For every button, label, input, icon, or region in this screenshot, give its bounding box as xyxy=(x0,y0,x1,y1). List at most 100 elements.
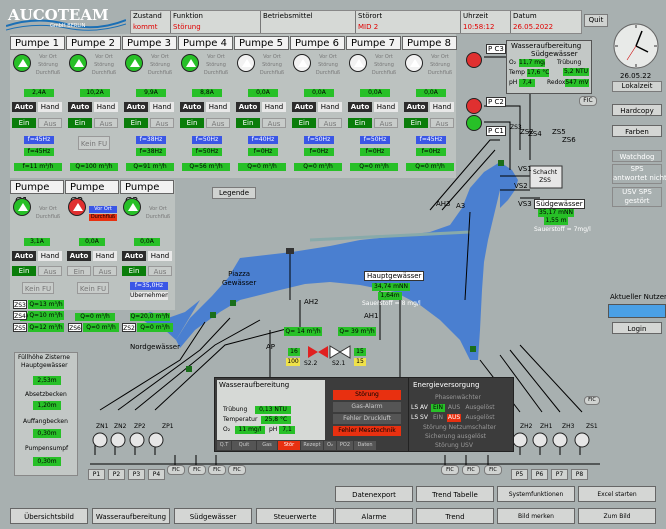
pump-4-auto-button[interactable]: Auto xyxy=(180,102,204,112)
pump-2-auto-button[interactable]: Auto xyxy=(68,102,92,112)
pump-1-fu-setpoint[interactable]: f=45Hz xyxy=(24,136,54,144)
pump-3-ein-button[interactable]: Ein xyxy=(124,118,148,128)
fic-row-4-button[interactable]: FIC xyxy=(441,465,459,475)
p-left-2-button[interactable]: P2 xyxy=(108,469,125,480)
pump-5-auto-button[interactable]: Auto xyxy=(236,102,260,112)
pump-8-auto-button[interactable]: Auto xyxy=(404,102,428,112)
nav-bottom-2-button[interactable]: Südgewässer xyxy=(174,508,252,524)
pump-c2-hand-button[interactable]: Hand xyxy=(93,251,117,261)
nav-bottom-7-button[interactable]: Zum Bild xyxy=(578,508,656,524)
pump-c1-tab[interactable]: Pumpe C1 xyxy=(10,180,64,207)
fic-row-6-button[interactable]: FIC xyxy=(484,465,502,475)
wa-bottom-btn-0[interactable]: Q.T xyxy=(217,441,231,450)
login-button[interactable]: Login xyxy=(612,322,662,334)
fic-row-5-button[interactable]: FIC xyxy=(462,465,480,475)
pump-c3-tab[interactable]: Pumpe C3 xyxy=(120,180,174,207)
pump-5-fu-setpoint[interactable]: f=40Hz xyxy=(248,136,278,144)
p-right-6-button[interactable]: P6 xyxy=(531,469,548,480)
pump-1-tab[interactable]: Pumpe 1 xyxy=(10,36,65,50)
pump-6-tab[interactable]: Pumpe 6 xyxy=(290,36,345,50)
pump-6-hand-button[interactable]: Hand xyxy=(318,102,342,112)
pump-1-status-icon[interactable] xyxy=(13,54,31,72)
pump-5-hand-button[interactable]: Hand xyxy=(262,102,286,112)
fic-row-3-button[interactable]: FIC xyxy=(228,465,246,475)
pump-c3-ein-button[interactable]: Ein xyxy=(122,266,146,276)
pump-4-fu-setpoint[interactable]: f=50Hz xyxy=(192,136,222,144)
pump-7-hand-button[interactable]: Hand xyxy=(374,102,398,112)
wasseraufbereitung-panel[interactable]: Wasseraufbereitung Trübung 0,13 NTU Temp… xyxy=(214,377,410,452)
p-left-4-button[interactable]: P4 xyxy=(148,469,165,480)
legende-button[interactable]: Legende xyxy=(212,187,256,199)
wa-bottom-btn-6[interactable]: PO2 xyxy=(337,441,353,450)
pump-2-aus-button[interactable]: Aus xyxy=(94,118,118,128)
pump-6-auto-button[interactable]: Auto xyxy=(292,102,316,112)
pump-c1-ein-button[interactable]: Ein xyxy=(12,266,36,276)
pump-pc1-icon[interactable] xyxy=(466,115,482,131)
wa-bottom-btn-1[interactable]: Quit xyxy=(232,441,256,450)
pump-c2-status-icon[interactable] xyxy=(68,198,86,216)
p-right-7-button[interactable]: P7 xyxy=(551,469,568,480)
wa-bottom-btn-5[interactable]: O₂ xyxy=(324,441,336,450)
pump-4-aus-button[interactable]: Aus xyxy=(206,118,230,128)
pump-8-ein-button[interactable]: Ein xyxy=(404,118,428,128)
pump-6-fu-setpoint[interactable]: f=50Hz xyxy=(304,136,334,144)
pump-5-tab[interactable]: Pumpe 5 xyxy=(234,36,289,50)
nav-top-3-button[interactable]: Excel starten xyxy=(578,486,656,502)
pump-4-status-icon[interactable] xyxy=(181,54,199,72)
pump-7-auto-button[interactable]: Auto xyxy=(348,102,372,112)
nav-top-2-button[interactable]: Systemfunktionen xyxy=(497,486,575,502)
pump-1-auto-button[interactable]: Auto xyxy=(12,102,36,112)
pump-3-aus-button[interactable]: Aus xyxy=(150,118,174,128)
pump-c2-tab[interactable]: Pumpe C2 xyxy=(65,180,119,207)
nav-bottom-4-button[interactable]: Alarme xyxy=(335,508,413,524)
pump-8-aus-button[interactable]: Aus xyxy=(430,118,454,128)
pump-7-aus-button[interactable]: Aus xyxy=(374,118,398,128)
pump-3-hand-button[interactable]: Hand xyxy=(150,102,174,112)
fic-zs1-button[interactable]: FIC xyxy=(584,396,600,405)
pump-8-status-icon[interactable] xyxy=(405,54,423,72)
pump-6-status-icon[interactable] xyxy=(293,54,311,72)
wa-bottom-btn-3[interactable]: Stör xyxy=(278,441,300,450)
nav-bottom-6-button[interactable]: Bild merken xyxy=(497,508,575,524)
p-right-8-button[interactable]: P8 xyxy=(571,469,588,480)
energieversorgung-panel[interactable]: Energieversorgung Phasenwächter LS AV EI… xyxy=(408,377,514,452)
nav-bottom-5-button[interactable]: Trend xyxy=(416,508,494,524)
p-right-5-button[interactable]: P5 xyxy=(511,469,528,480)
hardcopy-button[interactable]: Hardcopy xyxy=(612,104,662,116)
pump-7-ein-button[interactable]: Ein xyxy=(348,118,372,128)
pump-8-tab[interactable]: Pumpe 8 xyxy=(402,36,457,50)
fic-row-1-button[interactable]: FIC xyxy=(188,465,206,475)
pump-7-tab[interactable]: Pumpe 7 xyxy=(346,36,401,50)
pump-c1-status-icon[interactable] xyxy=(13,198,31,216)
pump-7-fu-setpoint[interactable]: f=50Hz xyxy=(360,136,390,144)
lokalzeit-button[interactable]: Lokalzeit xyxy=(612,81,662,92)
pump-5-aus-button[interactable]: Aus xyxy=(262,118,286,128)
pump-c1-auto-button[interactable]: Auto xyxy=(12,251,36,261)
fic-row-2-button[interactable]: FIC xyxy=(208,465,226,475)
pump-c2-aus-button[interactable]: Aus xyxy=(93,266,117,276)
pump-3-tab[interactable]: Pumpe 3 xyxy=(122,36,177,50)
pump-c3-uebernehmen-button[interactable]: Übernehmen xyxy=(130,292,168,300)
pump-c1-aus-button[interactable]: Aus xyxy=(38,266,62,276)
nav-top-0-button[interactable]: Datenexport xyxy=(335,486,413,502)
pump-8-hand-button[interactable]: Hand xyxy=(430,102,454,112)
p-left-3-button[interactable]: P3 xyxy=(128,469,145,480)
alarm-header[interactable]: Zustand Funktion Betriebsmittel Störort … xyxy=(130,10,582,34)
pump-2-hand-button[interactable]: Hand xyxy=(94,102,118,112)
nav-bottom-1-button[interactable]: Wasseraufbereitung xyxy=(92,508,170,524)
pump-1-aus-button[interactable]: Aus xyxy=(38,118,62,128)
quit-button[interactable]: Quit xyxy=(584,14,608,27)
pump-2-status-icon[interactable] xyxy=(69,54,87,72)
wa-bottom-btn-4[interactable]: Rezept xyxy=(301,441,323,450)
pump-2-ein-button[interactable]: Ein xyxy=(68,118,92,128)
pump-4-hand-button[interactable]: Hand xyxy=(206,102,230,112)
wa-bottom-btn-2[interactable]: Gas xyxy=(257,441,277,450)
pump-7-status-icon[interactable] xyxy=(349,54,367,72)
pump-6-aus-button[interactable]: Aus xyxy=(318,118,342,128)
nav-bottom-0-button[interactable]: Übersichtsbild xyxy=(10,508,88,524)
wa-sued-panel[interactable]: Wasseraufbereitung Südgewässer O₂ 11,7 m… xyxy=(506,40,592,94)
farben-button[interactable]: Farben xyxy=(612,125,662,137)
pump-pc3-icon[interactable] xyxy=(466,52,482,68)
nav-top-1-button[interactable]: Trend Tabelle xyxy=(416,486,494,502)
pump-8-fu-setpoint[interactable]: f=45Hz xyxy=(416,136,446,144)
